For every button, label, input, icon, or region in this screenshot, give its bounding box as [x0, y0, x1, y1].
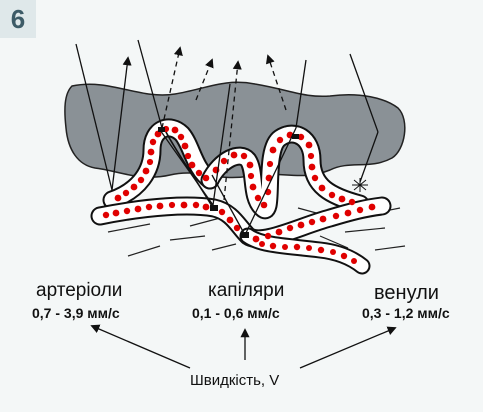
scatter-star-icon	[352, 178, 368, 192]
venules-velocity: 0,3 - 1,2 мм/с	[362, 305, 450, 321]
capillaries-velocity: 0,1 - 0,6 мм/с	[192, 305, 280, 321]
velocity-arrows	[92, 326, 395, 368]
arterioles-velocity: 0,7 - 3,9 мм/с	[32, 305, 120, 321]
speed-caption: Швидкість, V	[190, 372, 279, 389]
arterioles-label: артеріоли	[36, 280, 122, 302]
capillaries-label: капіляри	[208, 280, 284, 302]
venules-label: венули	[374, 282, 439, 305]
